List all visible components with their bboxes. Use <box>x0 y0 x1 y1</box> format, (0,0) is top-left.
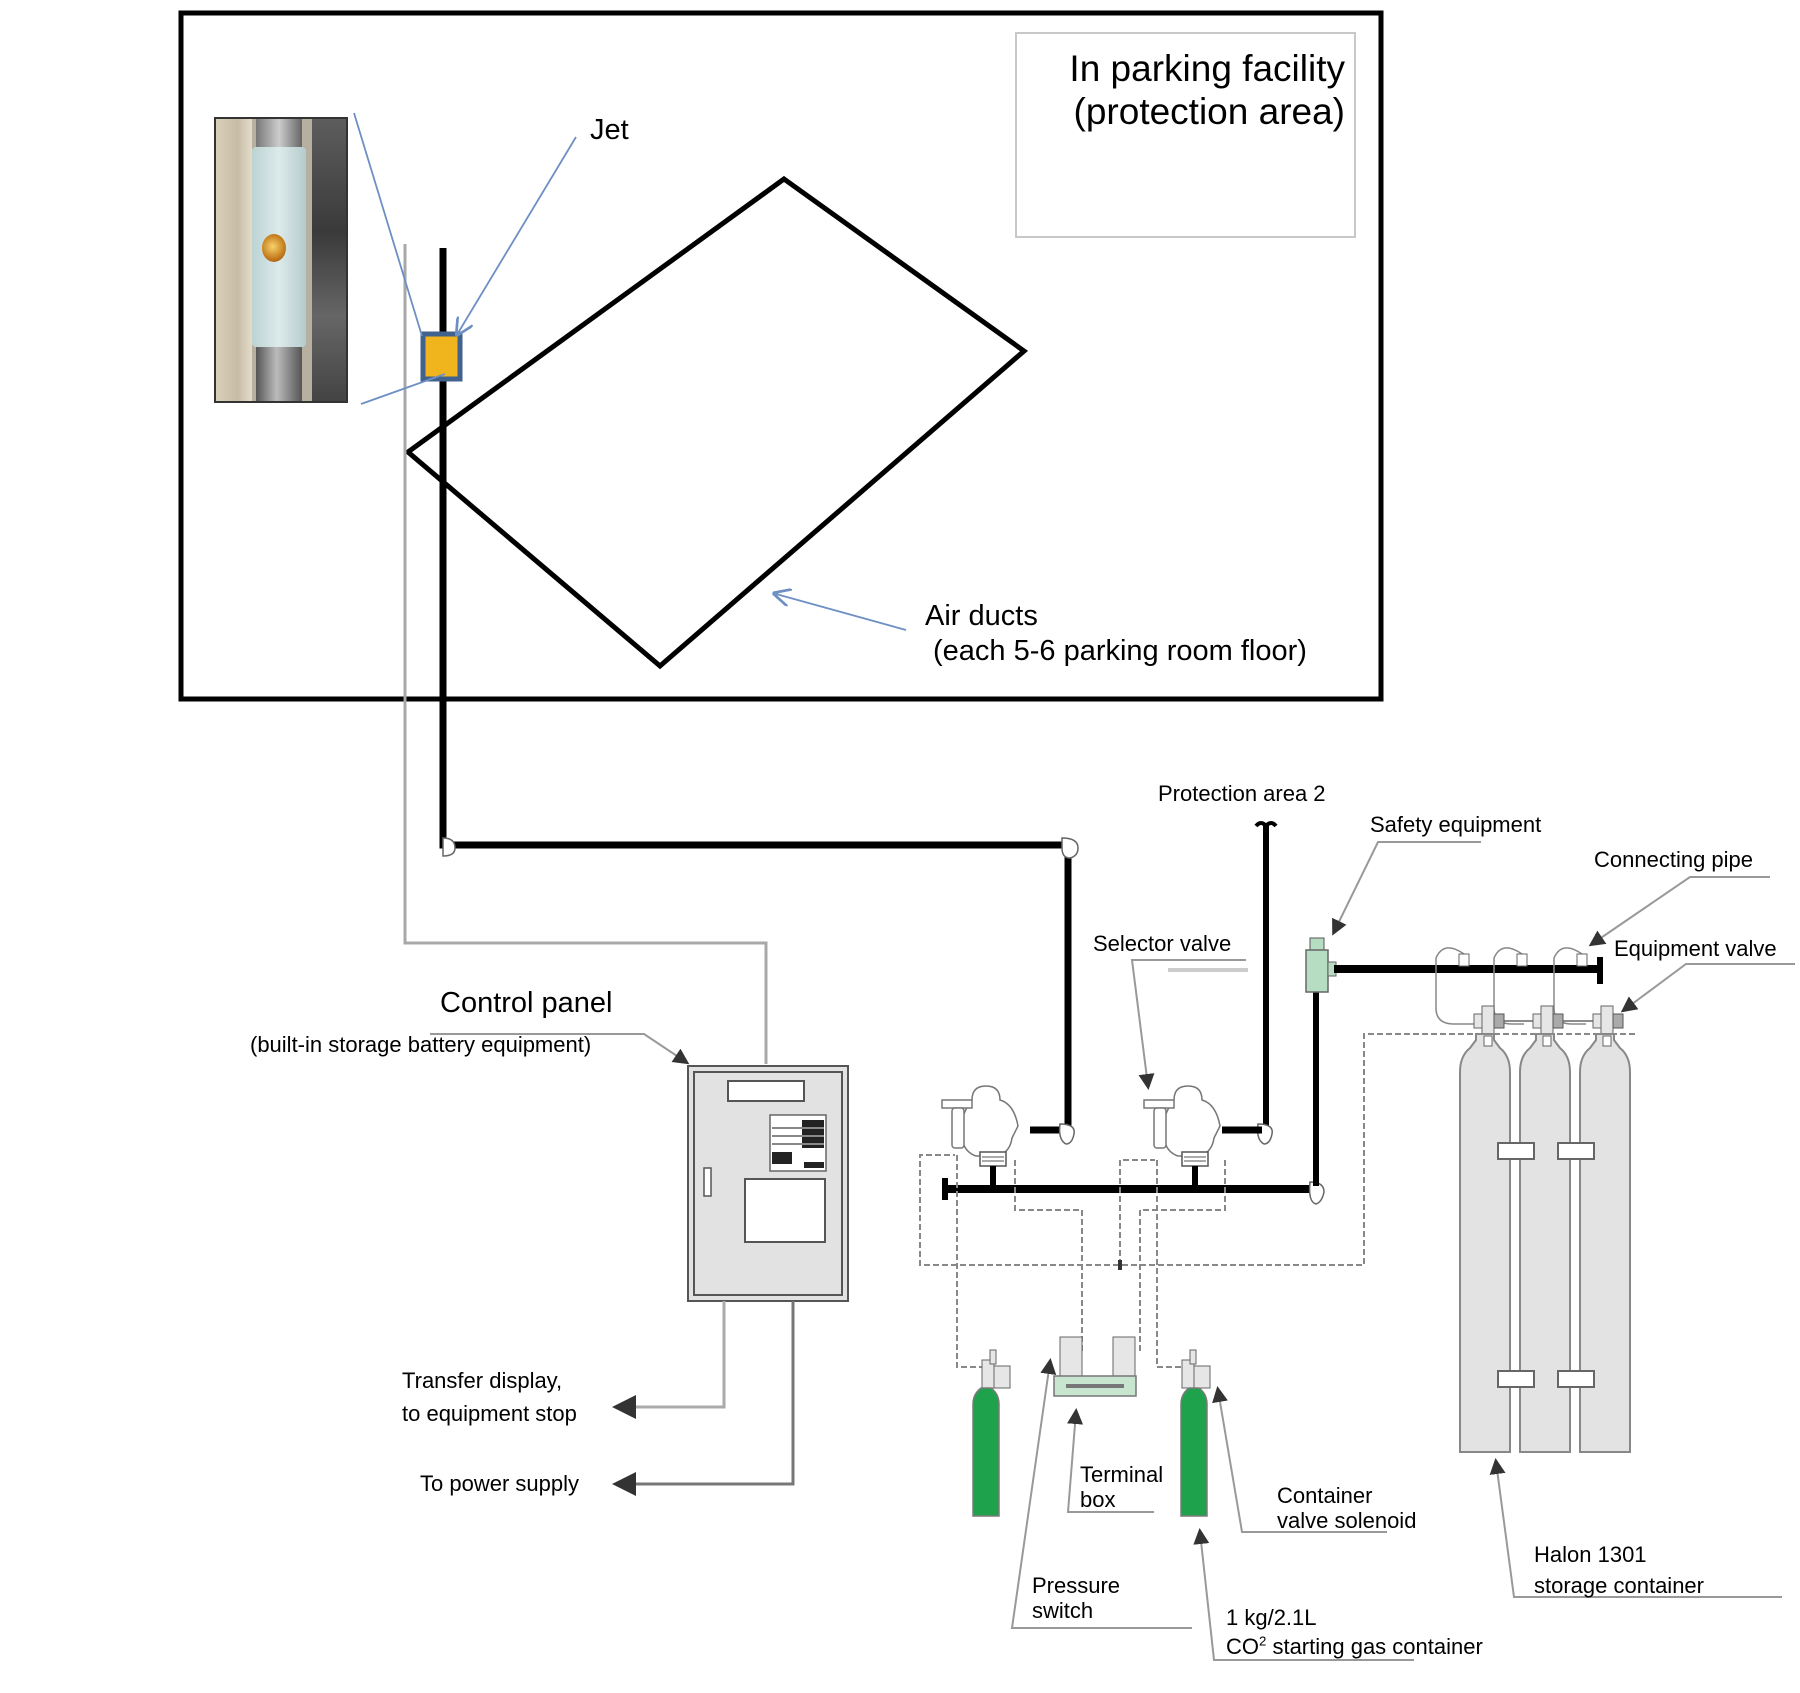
protection-area-label-line2: (protection area) <box>1073 90 1345 132</box>
jet-callout-line <box>458 136 577 333</box>
equipment-valve-callout <box>1620 963 1795 1013</box>
equipment-valves[interactable] <box>1473 1005 1624 1037</box>
terminal-box-line2: box <box>1080 1487 1116 1513</box>
cylinder-straps <box>1497 1142 1595 1388</box>
transfer-display-line1: Transfer display, <box>402 1368 563 1393</box>
connecting-pipes <box>1435 947 1586 1025</box>
equipment-valve-label: Equipment valve <box>1614 936 1777 961</box>
pressure-switch-line1: Pressure <box>1032 1573 1121 1598</box>
power-supply-wire <box>612 1301 795 1496</box>
photo-callout-line <box>360 373 446 405</box>
protection-area-2-pipe <box>1240 824 1269 1133</box>
container-valve-solenoid-label: Container valve solenoid <box>1277 1483 1416 1534</box>
halon-cylinder-3 <box>1579 1033 1631 1453</box>
transfer-display-line2: to equipment stop <box>402 1401 577 1427</box>
jet-nozzle[interactable] <box>420 331 463 382</box>
halon-storage-cylinders[interactable] <box>1459 1033 1631 1453</box>
halon-line2: storage container <box>1534 1573 1704 1599</box>
co2-superscript: 2 <box>1259 1633 1267 1649</box>
selector-valve-callout <box>1130 959 1246 1090</box>
signal-lines <box>919 1033 1635 1368</box>
control-panel[interactable] <box>687 1065 849 1302</box>
protection-area-2-label: Protection area 2 <box>1158 781 1326 806</box>
halon-container-label: Halon 1301 storage container <box>1534 1542 1704 1599</box>
protection-area-label-box <box>1015 32 1356 238</box>
control-panel-label: Control panel <box>440 987 613 1019</box>
jet-nozzle-photo <box>214 117 348 403</box>
safety-equipment[interactable] <box>1305 937 1337 993</box>
panel-handle[interactable] <box>703 1167 712 1197</box>
safety-equipment-callout <box>1332 841 1481 936</box>
halon-line1: Halon 1301 <box>1534 1542 1647 1567</box>
co2-container-line2: CO2 starting gas container <box>1226 1634 1483 1659</box>
halon-cylinder-2 <box>1519 1033 1571 1453</box>
terminal-box-label: Terminal box <box>1080 1462 1163 1513</box>
connecting-pipe-callout <box>1588 876 1770 947</box>
co2-prefix: CO <box>1226 1634 1259 1660</box>
connecting-pipe-label: Connecting pipe <box>1594 847 1754 872</box>
halon-cylinder-1 <box>1459 1033 1511 1453</box>
container-valve-solenoid-line1: Container <box>1277 1483 1373 1508</box>
air-duct-callout-line <box>776 594 907 631</box>
co2-container-label: 1 kg/2.1L CO2 starting gas container <box>1226 1605 1483 1660</box>
transfer-display-wire <box>612 1301 726 1419</box>
air-ducts-label-line2: (each 5-6 parking room floor) <box>933 635 1307 668</box>
panel-display <box>727 1080 805 1102</box>
protection-area-frame <box>178 10 1384 702</box>
pressure-switch-line2: switch <box>1032 1598 1094 1624</box>
co2-suffix: starting gas container <box>1266 1634 1483 1660</box>
terminal-box-line1: Terminal <box>1080 1462 1164 1487</box>
air-ducts-label: Air ducts (each 5-6 parking room floor) <box>925 600 1307 669</box>
selector-valve-1[interactable] <box>941 1085 1019 1186</box>
co2-cylinder-1[interactable] <box>972 1349 1011 1517</box>
pressure-switch-callout <box>1010 1358 1192 1629</box>
discharge-pipe <box>439 248 1072 1133</box>
halon-container-callout <box>1489 1458 1782 1598</box>
selector-valve-2[interactable] <box>1143 1085 1262 1186</box>
air-duct-loop <box>403 175 1029 670</box>
photo-callout-line <box>353 112 423 337</box>
power-supply-label: To power supply <box>420 1471 579 1496</box>
pipe-elbow <box>442 837 456 857</box>
protection-area-label-line1: In parking facility <box>1069 48 1345 89</box>
air-ducts-label-line1: Air ducts <box>925 600 1038 632</box>
jet-label: Jet <box>590 114 629 146</box>
terminal-box-callout <box>1066 1408 1154 1513</box>
protection-area-label: In parking facility (protection area) <box>1069 48 1345 133</box>
nozzle-icon <box>262 234 286 262</box>
container-valve-solenoid-callout <box>1212 1386 1387 1533</box>
control-panel-sublabel: (built-in storage battery equipment) <box>250 1032 592 1057</box>
pressure-switch-label: Pressure switch <box>1032 1573 1120 1624</box>
pressure-switches[interactable] <box>1059 1336 1136 1378</box>
co2-container-line1: 1 kg/2.1L <box>1226 1605 1317 1630</box>
selector-valve-label: Selector valve <box>1093 931 1232 956</box>
terminal-box[interactable] <box>1053 1375 1137 1397</box>
transfer-display-label: Transfer display, to equipment stop <box>402 1368 577 1427</box>
pipe-elbow <box>1061 837 1079 859</box>
signal-wire-to-control-panel <box>403 244 768 1064</box>
control-panel-callout <box>430 1033 690 1065</box>
co2-cylinder-2[interactable] <box>1180 1349 1211 1517</box>
container-valve-solenoid-line2: valve solenoid <box>1277 1508 1417 1534</box>
co2-container-callout <box>1193 1528 1414 1661</box>
safety-equipment-label: Safety equipment <box>1370 812 1542 837</box>
panel-window <box>744 1178 826 1243</box>
